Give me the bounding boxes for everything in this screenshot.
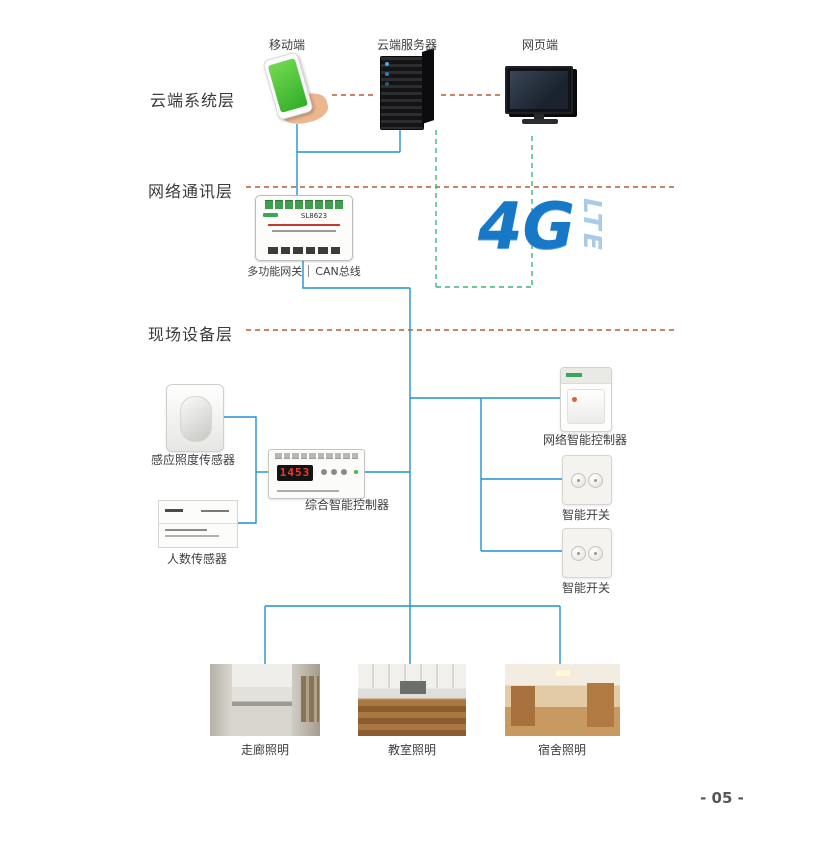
corridor-photo — [210, 664, 320, 736]
red-dashed-lines — [246, 94, 678, 331]
dormitory-label: 宿舍照明 — [537, 743, 586, 757]
server-side-panel — [422, 48, 434, 124]
controller-button — [321, 469, 327, 475]
people-sensor-label: 人数传感器 — [166, 552, 227, 566]
server-front-panel — [380, 56, 424, 130]
illuminance-sensor-label: 感应照度传感器 — [150, 453, 235, 467]
controller-digital-display: 1453 — [277, 465, 313, 481]
layer-label-cloud: 云端系统层 — [150, 91, 236, 110]
mobile-device-image — [252, 51, 332, 129]
phone-screen — [267, 58, 309, 113]
smart-switch-1-image — [562, 455, 612, 505]
integrated-controller-label: 综合智能控制器 — [304, 498, 389, 512]
server-label: 云端服务器 — [376, 38, 437, 52]
dormitory-furniture-left — [511, 685, 535, 726]
web-label: 网页端 — [521, 38, 558, 52]
corridor-left-wall — [210, 664, 232, 736]
network-controller-led — [572, 397, 577, 402]
people-sensor-text-bar — [165, 529, 207, 531]
controller-button — [341, 469, 347, 475]
dormitory-photo — [505, 664, 620, 736]
layer-label-field: 现场设备层 — [148, 325, 234, 344]
classroom-board — [400, 681, 427, 695]
switch-button — [571, 473, 586, 488]
smart-switch-2-label: 智能开关 — [561, 581, 610, 595]
blue-lines — [222, 124, 562, 664]
corridor-label: 走廊照明 — [240, 743, 289, 757]
4g-text: 4G — [478, 190, 576, 264]
network-controller-header — [561, 368, 611, 384]
classroom-label: 教室照明 — [387, 743, 436, 757]
people-sensor-text-bar — [201, 510, 229, 512]
smart-switch-2-image — [562, 528, 612, 578]
gateway-gray-text-bar — [272, 230, 336, 232]
people-sensor-image — [158, 500, 238, 548]
gateway-device-image: SL8623 — [255, 195, 353, 261]
controller-button — [331, 469, 337, 475]
cloud-server-image — [380, 48, 436, 130]
network-controller-label: 网络智能控制器 — [542, 433, 627, 447]
monitor-screen-glass — [510, 71, 568, 109]
people-sensor-divider — [159, 523, 237, 524]
green-dashed-lines — [435, 130, 533, 288]
integrated-controller-image: 1453 — [268, 449, 365, 499]
switch-button — [588, 473, 603, 488]
caption-divider — [308, 265, 310, 277]
network-controller-image — [560, 367, 612, 432]
gateway-terminals — [265, 200, 343, 209]
classroom-photo — [358, 664, 466, 736]
classroom-seats — [358, 700, 466, 736]
web-terminal-image — [505, 66, 583, 124]
mobile-label: 移动端 — [268, 38, 305, 52]
dormitory-lamp — [555, 669, 570, 676]
controller-text-bar — [277, 490, 339, 492]
link-sensors — [222, 416, 257, 524]
gateway-caption: 多功能网关 CAN总线 — [238, 263, 370, 279]
controller-led — [354, 470, 358, 474]
layer-label-network: 网络通讯层 — [148, 182, 234, 201]
page-number: - 05 - — [700, 789, 744, 807]
people-sensor-text-bar — [165, 509, 183, 512]
monitor-screen — [505, 66, 573, 114]
dormitory-furniture-right — [587, 683, 614, 727]
gateway-model-text: SL8623 — [300, 212, 328, 220]
lte-text: LTE — [578, 198, 608, 253]
gateway-red-text-bar — [268, 224, 340, 226]
sensor-dome — [180, 396, 212, 442]
4g-lte-logo: 4G LTE — [478, 190, 608, 264]
monitor-neck — [534, 114, 544, 119]
people-sensor-text-bar — [165, 535, 219, 537]
link-gateway-bus — [302, 259, 410, 289]
monitor-base — [522, 119, 558, 124]
server-led-lights — [385, 62, 389, 66]
smartphone-shape — [262, 51, 314, 121]
network-controller-panel — [567, 389, 605, 424]
switch-button — [588, 546, 603, 561]
can-bus-label: CAN总线 — [315, 265, 361, 278]
illuminance-sensor-image — [166, 384, 224, 452]
switch-button — [571, 546, 586, 561]
gateway-bottom-terminals — [268, 247, 340, 254]
smart-switch-1-label: 智能开关 — [561, 508, 610, 522]
controller-terminals — [275, 453, 358, 459]
gateway-logo-mark — [263, 213, 278, 217]
corridor-doors — [301, 676, 319, 722]
network-controller-logo — [566, 373, 582, 377]
gateway-label: 多功能网关 — [247, 265, 303, 278]
